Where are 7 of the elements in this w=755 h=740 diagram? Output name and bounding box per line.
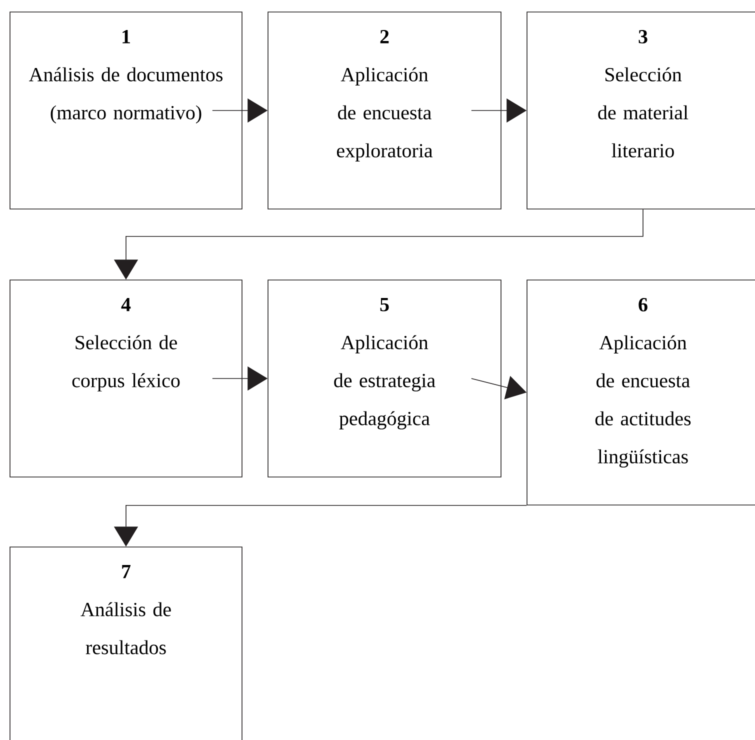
- process-box: 5 Aplicación de estrategia pedagógica: [268, 280, 502, 478]
- process-box: 1 Análisis de documentos (marco normativo): [10, 12, 242, 210]
- process-box: 3 Selección de material literario: [526, 12, 755, 210]
- process-box: 2 Aplicación de encuesta exploratoria: [268, 12, 502, 210]
- process-box: 6 Aplicación de encuesta de actitudes lingüísticas: [526, 280, 755, 506]
- process-box: 7 Análisis de resultados: [10, 546, 242, 740]
- process-box: 4 Selección de corpus léxico: [10, 280, 242, 478]
